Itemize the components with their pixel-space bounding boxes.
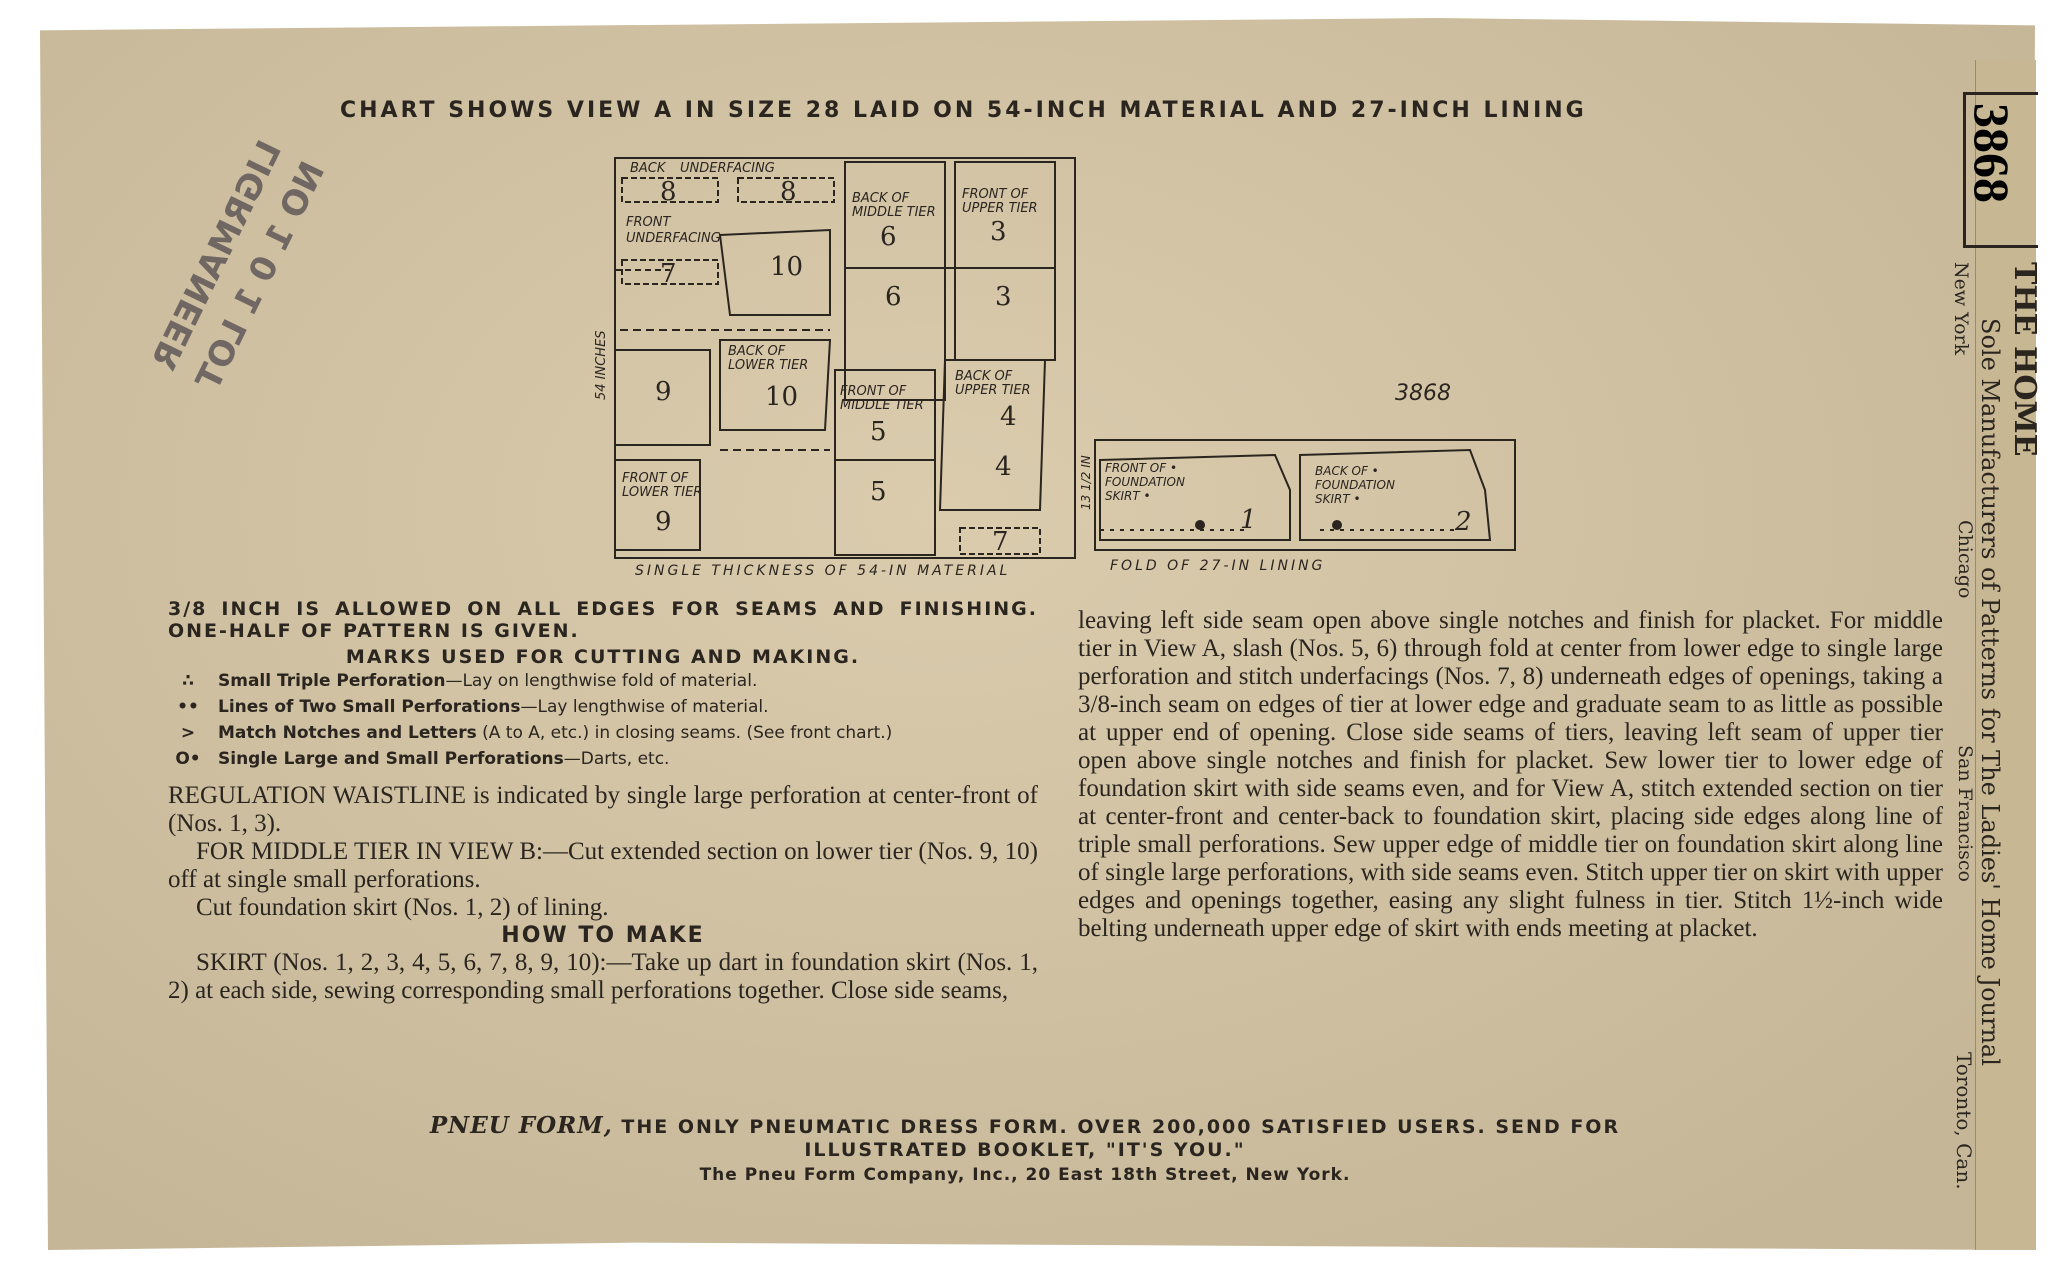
mark-label: Lines of Two Small Perforations [218, 697, 521, 717]
city-chicago: Chicago [1954, 520, 1976, 599]
svg-text:FRONT OF •: FRONT OF • [1105, 461, 1177, 475]
svg-text:BACK OF: BACK OF [728, 344, 786, 359]
right-dimension-label: 13 1/2 IN [1079, 455, 1093, 510]
publisher-name: THE HOME [2007, 262, 2042, 457]
svg-text:FRONT OF: FRONT OF [622, 471, 689, 486]
svg-text:FOUNDATION: FOUNDATION [1315, 478, 1395, 492]
two-perforations-icon: •• [177, 697, 199, 717]
svg-text:SKIRT •: SKIRT • [1105, 489, 1151, 503]
svg-text:3: 3 [990, 217, 1007, 247]
mark-large-small-perforations: O• Single Large and Small Perforations—D… [168, 746, 1038, 772]
svg-text:BACK OF: BACK OF [955, 369, 1013, 384]
svg-text:8: 8 [660, 177, 677, 207]
brand-name: PNEU FORM, [429, 1112, 613, 1139]
skirt-instructions: SKIRT (Nos. 1, 2, 3, 4, 5, 6, 7, 8, 9, 1… [168, 949, 1038, 1004]
city-toronto: Toronto, Can. [1952, 1052, 1976, 1190]
pattern-number-handwritten: 3868 [1395, 381, 1451, 406]
svg-text:7: 7 [992, 527, 1009, 557]
envelope [40, 18, 2035, 1250]
pattern-number: 3868 [1964, 103, 2020, 203]
svg-text:2: 2 [1454, 507, 1472, 537]
svg-text:UNDERFACING: UNDERFACING [680, 161, 775, 176]
svg-text:5: 5 [870, 477, 887, 507]
mark-notches: > Match Notches and Letters (A to A, etc… [168, 720, 1038, 746]
publisher-tagline: Sole Manufacturers of Patterns for The L… [1976, 318, 2004, 1066]
svg-text:SKIRT •: SKIRT • [1315, 492, 1361, 506]
svg-text:UPPER TIER: UPPER TIER [962, 201, 1038, 216]
svg-text:BACK: BACK [630, 161, 667, 176]
svg-text:4: 4 [1000, 402, 1017, 432]
mark-description: (A to A, etc.) in closing seams. (See fr… [482, 723, 893, 743]
continued-instructions: leaving left side seam open above single… [1078, 607, 1943, 942]
mark-label: Single Large and Small Perforations [218, 749, 564, 769]
svg-text:10: 10 [770, 252, 803, 282]
mark-triple-perforation: ∴ Small Triple Perforation—Lay on length… [168, 668, 1038, 694]
pattern-number-box: 3868 [1963, 92, 2038, 248]
mark-description: —Lay lengthwise of material. [520, 697, 769, 717]
svg-text:4: 4 [995, 452, 1012, 482]
mark-label: Match Notches and Letters [218, 723, 477, 743]
svg-text:UNDERFACING: UNDERFACING [626, 231, 721, 246]
svg-text:MIDDLE TIER: MIDDLE TIER [840, 398, 924, 413]
instructions-right-column: leaving left side seam open above single… [1078, 607, 1943, 943]
svg-text:8: 8 [780, 177, 797, 207]
left-dimension-label: 54 INCHES [594, 330, 609, 400]
svg-text:FRONT OF: FRONT OF [962, 187, 1029, 202]
city-san-francisco: San Francisco [1954, 745, 1976, 882]
triple-perforation-icon: ∴ [182, 671, 194, 691]
material-label: SINGLE THICKNESS OF 54-IN MATERIAL [635, 563, 1010, 579]
chart-title: CHART SHOWS VIEW A IN SIZE 28 LAID ON 54… [340, 98, 1587, 123]
how-to-make-heading: HOW TO MAKE [501, 923, 705, 948]
ad-line-2: ILLUSTRATED BOOKLET, "IT'S YOU." [804, 1139, 1246, 1161]
svg-text:LOWER TIER: LOWER TIER [728, 358, 808, 373]
city-new-york: New York [1950, 262, 1972, 356]
cut-foundation-note: Cut foundation skirt (Nos. 1, 2) of lini… [196, 894, 609, 921]
company-address: The Pneu Form Company, Inc., 20 East 18t… [699, 1165, 1351, 1185]
svg-text:BACK OF •: BACK OF • [1315, 464, 1379, 478]
mark-description: —Darts, etc. [563, 749, 670, 769]
marks-heading: MARKS USED FOR CUTTING AND MAKING. [345, 646, 861, 668]
notch-arrow-icon: > [180, 723, 196, 743]
svg-text:6: 6 [880, 222, 897, 252]
svg-text:9: 9 [655, 507, 672, 537]
svg-text:LOWER TIER: LOWER TIER [622, 485, 702, 500]
svg-text:5: 5 [870, 417, 887, 447]
waistline-note: REGULATION WAISTLINE is indicated by sin… [168, 782, 1038, 837]
svg-text:BACK OF: BACK OF [852, 191, 910, 206]
svg-text:FOUNDATION: FOUNDATION [1105, 475, 1185, 489]
advertisement-footer: PNEU FORM, THE ONLY PNEUMATIC DRESS FORM… [260, 1112, 1790, 1185]
mark-description: —Lay on lengthwise fold of material. [445, 671, 758, 691]
svg-text:FRONT OF: FRONT OF [840, 384, 907, 399]
svg-text:UPPER TIER: UPPER TIER [955, 383, 1031, 398]
svg-text:3: 3 [995, 282, 1012, 312]
mark-two-perforations: •• Lines of Two Small Perforations—Lay l… [168, 694, 1038, 720]
allowance-note: 3/8 INCH IS ALLOWED ON ALL EDGES FOR SEA… [168, 598, 1038, 642]
svg-text:7: 7 [660, 259, 677, 289]
middle-tier-note: FOR MIDDLE TIER IN VIEW B:—Cut extended … [168, 838, 1038, 893]
ad-line-1: THE ONLY PNEUMATIC DRESS FORM. OVER 200,… [621, 1116, 1621, 1138]
svg-text:10: 10 [765, 382, 798, 412]
large-small-perforation-icon: O• [175, 749, 201, 769]
svg-text:1: 1 [1240, 505, 1257, 535]
paper-texture [40, 18, 2035, 1250]
envelope-flap [1975, 60, 2036, 1250]
svg-text:MIDDLE TIER: MIDDLE TIER [852, 205, 936, 220]
svg-text:9: 9 [655, 377, 672, 407]
mark-label: Small Triple Perforation [218, 671, 446, 691]
lining-label: FOLD OF 27-IN LINING [1110, 558, 1325, 574]
instructions-left-column: 3/8 INCH IS ALLOWED ON ALL EDGES FOR SEA… [168, 598, 1038, 1005]
svg-text:6: 6 [885, 282, 902, 312]
svg-text:FRONT: FRONT [626, 215, 671, 230]
